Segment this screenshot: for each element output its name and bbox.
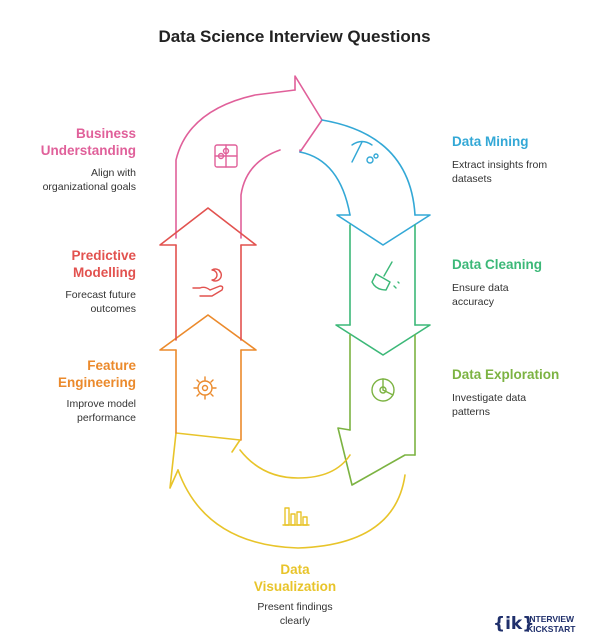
arrow-cleaning-to-exploration [335, 324, 431, 356]
step-title-predictive-modelling: Predictive Modelling [20, 247, 136, 281]
step-title-line: Engineering [57, 375, 136, 390]
step-title-line: Data [280, 562, 310, 577]
segment-data-visualization [177, 449, 406, 549]
step-title-line: Modelling [73, 265, 136, 280]
step-desc-line: outcomes [90, 303, 136, 315]
segment-business-understanding [175, 89, 296, 239]
step-desc-line: Extract insights from [452, 159, 548, 171]
step-title-line: Data Exploration [452, 367, 560, 382]
segment-data-exploration [349, 334, 416, 456]
step-desc-line: Improve model [66, 398, 136, 410]
step-title-data-cleaning: Data Cleaning [452, 256, 582, 273]
step-desc-line: clearly [279, 615, 311, 627]
segment-data-mining [299, 119, 416, 216]
step-title-line: Understanding [40, 143, 136, 158]
pickaxe-icon [351, 140, 379, 164]
step-title-data-exploration: Data Exploration [452, 366, 582, 383]
step-desc-data-mining: Extract insights from datasets [452, 158, 582, 186]
page-title: Data Science Interview Questions [158, 27, 431, 46]
broom-icon [371, 261, 400, 291]
step-desc-data-cleaning: Ensure data accuracy [452, 281, 582, 309]
segment-business-inner [240, 149, 281, 239]
step-title-line: Feature [87, 358, 136, 373]
step-title-business-understanding: Business Understanding [20, 125, 136, 159]
step-title-line: Visualization [253, 579, 337, 594]
segment-predictive-modelling [175, 244, 242, 341]
logo-line-2: KICKSTART [527, 624, 576, 634]
step-desc-data-visualization: Present findings clearly [220, 600, 370, 628]
logo-line-1: INTERVIEW [527, 614, 575, 624]
step-desc-line: Present findings [257, 601, 333, 613]
arrow-visualization-to-feature [169, 432, 241, 489]
step-desc-line: performance [77, 412, 136, 424]
step-desc-feature-engineering: Improve model performance [10, 397, 136, 425]
step-title-line: Predictive [71, 248, 136, 263]
logo-mark: {ik} [493, 614, 535, 634]
arrow-business-to-mining [294, 75, 323, 153]
segment-data-cleaning [349, 224, 416, 326]
step-title-line: Business [75, 126, 136, 141]
arrow-mining-to-cleaning [336, 214, 431, 246]
bar-chart-icon [282, 507, 310, 526]
segment-feature-engineering [175, 349, 242, 441]
step-title-feature-engineering: Feature Engineering [20, 357, 136, 391]
arrow-exploration-to-visualization [337, 427, 416, 486]
step-desc-predictive-modelling: Forecast future outcomes [10, 288, 136, 316]
step-title-line: Data Mining [452, 134, 529, 149]
step-title-line: Data Cleaning [452, 257, 543, 272]
puzzle-icon [214, 144, 238, 168]
step-desc-line: patterns [452, 406, 490, 418]
step-desc-line: organizational goals [42, 181, 136, 193]
step-desc-line: Ensure data [452, 282, 509, 294]
step-desc-line: accuracy [452, 296, 495, 308]
gear-icon [193, 376, 217, 400]
step-desc-line: Investigate data [452, 392, 527, 404]
arrow-feature-to-predictive [159, 314, 257, 351]
step-desc-line: datasets [452, 173, 492, 185]
step-desc-data-exploration: Investigate data patterns [452, 391, 582, 419]
arrow-predictive-to-business [159, 207, 257, 246]
pie-chart-icon [371, 378, 395, 402]
step-desc-line: Forecast future [65, 289, 136, 301]
step-title-data-mining: Data Mining [452, 133, 582, 150]
step-desc-line: Align with [91, 167, 136, 179]
hand-moon-icon [192, 268, 224, 297]
step-desc-business-understanding: Align with organizational goals [10, 166, 136, 194]
step-title-data-visualization: Data Visualization [220, 561, 370, 595]
